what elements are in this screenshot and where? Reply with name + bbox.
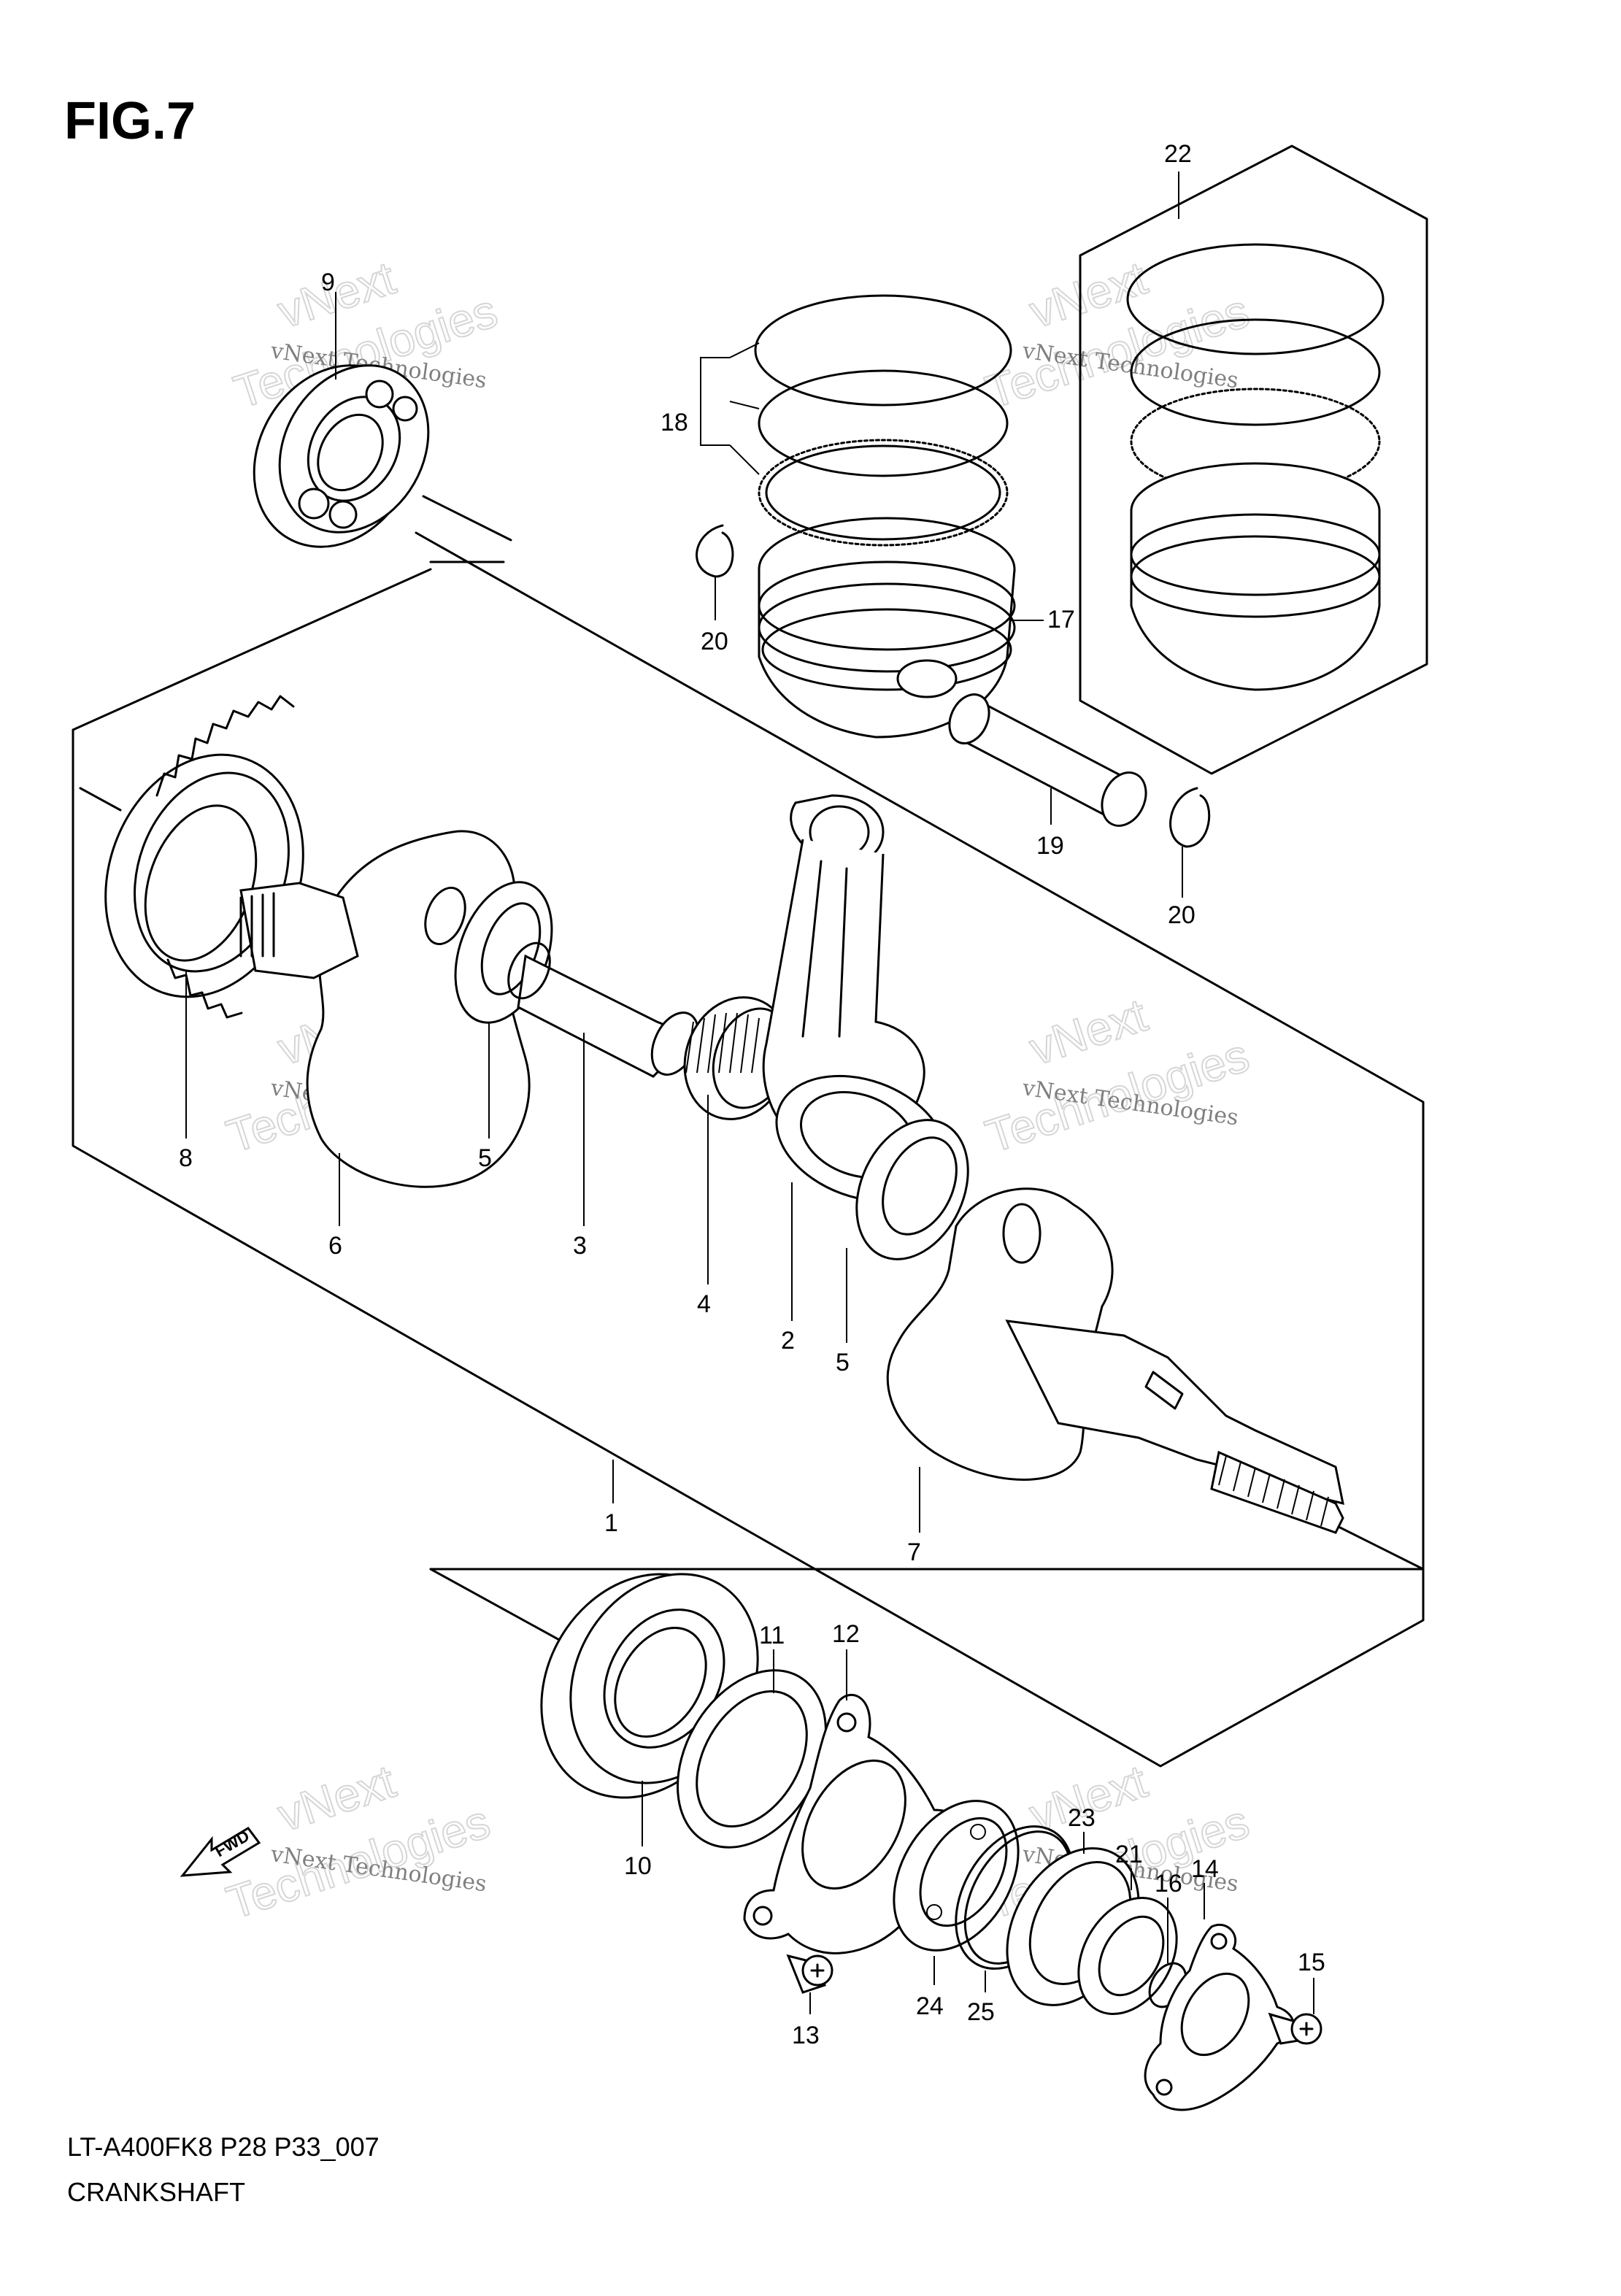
callout-24: 24: [916, 1992, 944, 2020]
callout-8: 8: [179, 1144, 193, 1172]
plate-14: [1144, 1923, 1295, 2111]
callout-9: 9: [321, 269, 335, 296]
callout-6: 6: [328, 1232, 342, 1260]
piston-set-22: [1126, 243, 1385, 691]
callout-16: 16: [1155, 1870, 1182, 1898]
callout-20-upper: 20: [701, 628, 728, 655]
spacer-11: [677, 1669, 827, 1849]
piston-pin-19: [948, 693, 1147, 827]
figure-name: CRANKSHAFT: [67, 2177, 246, 2207]
callout-5-left: 5: [478, 1144, 492, 1172]
washer-5-right: [855, 1119, 969, 1260]
callout-20-lower: 20: [1168, 901, 1195, 929]
callout-22: 22: [1164, 140, 1192, 168]
crank-pin-3: [507, 941, 700, 1078]
figure-title: FIG.7: [64, 92, 196, 150]
bearing-24: [893, 1800, 1020, 1952]
crank-web-7: [886, 1187, 1344, 1534]
callout-10: 10: [624, 1852, 652, 1880]
callout-25: 25: [967, 1998, 995, 2026]
piston-rings-18: [754, 294, 1012, 547]
crankshaft-assembly-box: [72, 495, 1425, 1768]
callout-12: 12: [832, 1620, 860, 1648]
piston-17: [758, 517, 1016, 739]
callout-19: 19: [1036, 832, 1064, 860]
callout-17: 17: [1047, 606, 1075, 633]
callout-11: 11: [759, 1622, 785, 1649]
leader-lines: [185, 172, 1314, 2014]
callout-1: 1: [604, 1509, 618, 1537]
callout-23: 23: [1068, 1804, 1096, 1832]
callout-7: 7: [907, 1538, 921, 1566]
spacer-21: [1077, 1897, 1178, 2015]
callout-15: 15: [1298, 1949, 1325, 1976]
callout-5-right: 5: [836, 1349, 850, 1376]
circlip-20-lower: [1169, 787, 1211, 848]
bearing-9: [253, 364, 430, 548]
screw-15: [1268, 2012, 1322, 2045]
connecting-rod-2: [762, 794, 947, 1203]
callout-21: 21: [1115, 1841, 1143, 1868]
screw-13: [786, 1954, 833, 1994]
circlip-20-upper: [696, 524, 734, 578]
callout-3: 3: [573, 1232, 587, 1260]
piston-ring-box-22: [1079, 145, 1428, 775]
callout-13: 13: [792, 2022, 820, 2049]
fwd-arrow-icon: FWD: [180, 1827, 261, 1877]
callout-14: 14: [1191, 1855, 1219, 1883]
callout-labels: 9 22 18 20 17 19 20 8 5 6 3 4 2 5 7 1 10…: [179, 140, 1325, 2049]
callout-2: 2: [781, 1327, 795, 1355]
model-code: LT-A400FK8 P28 P33_007: [67, 2132, 380, 2162]
callout-18: 18: [661, 409, 688, 436]
callout-4: 4: [697, 1290, 711, 1318]
